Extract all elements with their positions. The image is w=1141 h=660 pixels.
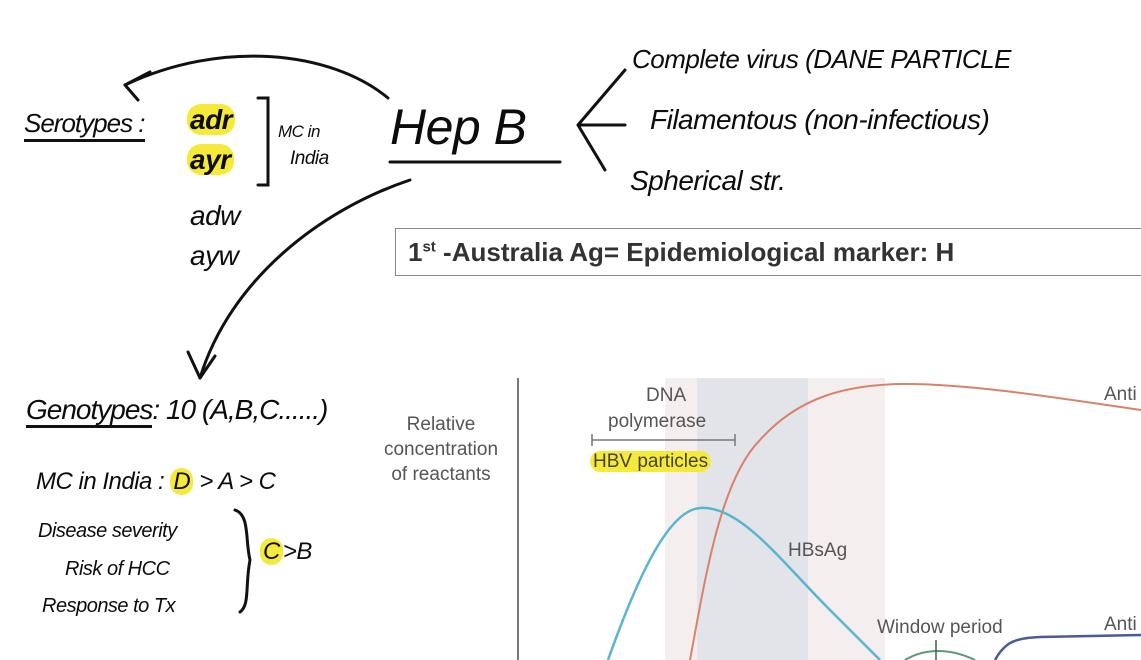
arrow-to-serotypes bbox=[123, 54, 390, 100]
y-label-line-1: Relative bbox=[406, 414, 476, 435]
serotypes-label: Serotypes : bbox=[24, 108, 146, 142]
serotype-adw: adw bbox=[190, 200, 240, 231]
serotype-ayw: ayw bbox=[190, 240, 239, 271]
factor-response-tx: Response to Tx bbox=[42, 595, 176, 617]
serotype-bracket bbox=[256, 96, 270, 187]
anti-hbs-curve bbox=[689, 382, 1141, 660]
page-title: Hep B bbox=[390, 99, 527, 155]
structure-complete-virus: Complete virus (DANE PARTICLE bbox=[632, 44, 1011, 74]
factor-risk-hcc: Risk of HCC bbox=[65, 558, 170, 580]
marker-box: 1st -Australia Ag= Epidemiological marke… bbox=[395, 228, 1141, 276]
shaded-band-dark bbox=[697, 378, 808, 660]
factor-rest: >B bbox=[282, 538, 313, 565]
label-anti-1: Anti bbox=[1104, 384, 1137, 405]
label-hbv-particles: HBV particles bbox=[590, 451, 712, 472]
hbsag-curve bbox=[606, 506, 881, 660]
genotype-mc-first: D bbox=[170, 468, 194, 495]
factor-first: C bbox=[260, 538, 283, 565]
genotype-mc-prefix: MC in India : bbox=[36, 468, 165, 495]
y-label-line-2: concentration bbox=[383, 439, 499, 460]
marker-text: -Australia Ag= Epidemiological marker: H bbox=[435, 237, 955, 267]
window-curve bbox=[904, 650, 976, 660]
label-polymerase: polymerase bbox=[608, 411, 707, 432]
marker-num: 1 bbox=[408, 237, 423, 267]
structure-arrows bbox=[576, 68, 627, 172]
serotype-adr: adr bbox=[187, 104, 236, 135]
chart-y-label: Relative concentration of reactants bbox=[372, 412, 510, 487]
genotypes-value: : 10 (A,B,C......) bbox=[152, 394, 328, 425]
label-anti-2: Anti bbox=[1104, 614, 1137, 635]
factor-brace bbox=[233, 508, 252, 614]
marker-sup: st bbox=[422, 238, 436, 256]
arrow-head-serotypes bbox=[123, 70, 152, 102]
mc-india-note-2: India bbox=[290, 148, 329, 169]
arrow-to-genotypes bbox=[198, 178, 412, 380]
serotype-ayr: ayr bbox=[187, 144, 234, 175]
anti-hbc-curve bbox=[993, 633, 1141, 660]
genotypes-label: Genotypes bbox=[26, 394, 153, 428]
y-label-line-3: of reactants bbox=[391, 464, 491, 485]
label-window-period: Window period bbox=[877, 617, 1003, 638]
mc-india-note-1: MC in bbox=[278, 122, 320, 141]
structure-filamentous: Filamentous (non-infectious) bbox=[650, 104, 990, 135]
label-hbsag: HBsAg bbox=[788, 540, 848, 561]
dna-polymerase-bracket bbox=[591, 434, 736, 446]
factor-disease-severity: Disease severity bbox=[38, 520, 177, 542]
arrow-head-genotypes bbox=[186, 350, 217, 380]
label-dna: DNA bbox=[646, 385, 687, 406]
genotype-mc-rest: > A > C bbox=[199, 468, 276, 495]
structure-spherical: Spherical str. bbox=[630, 165, 786, 196]
